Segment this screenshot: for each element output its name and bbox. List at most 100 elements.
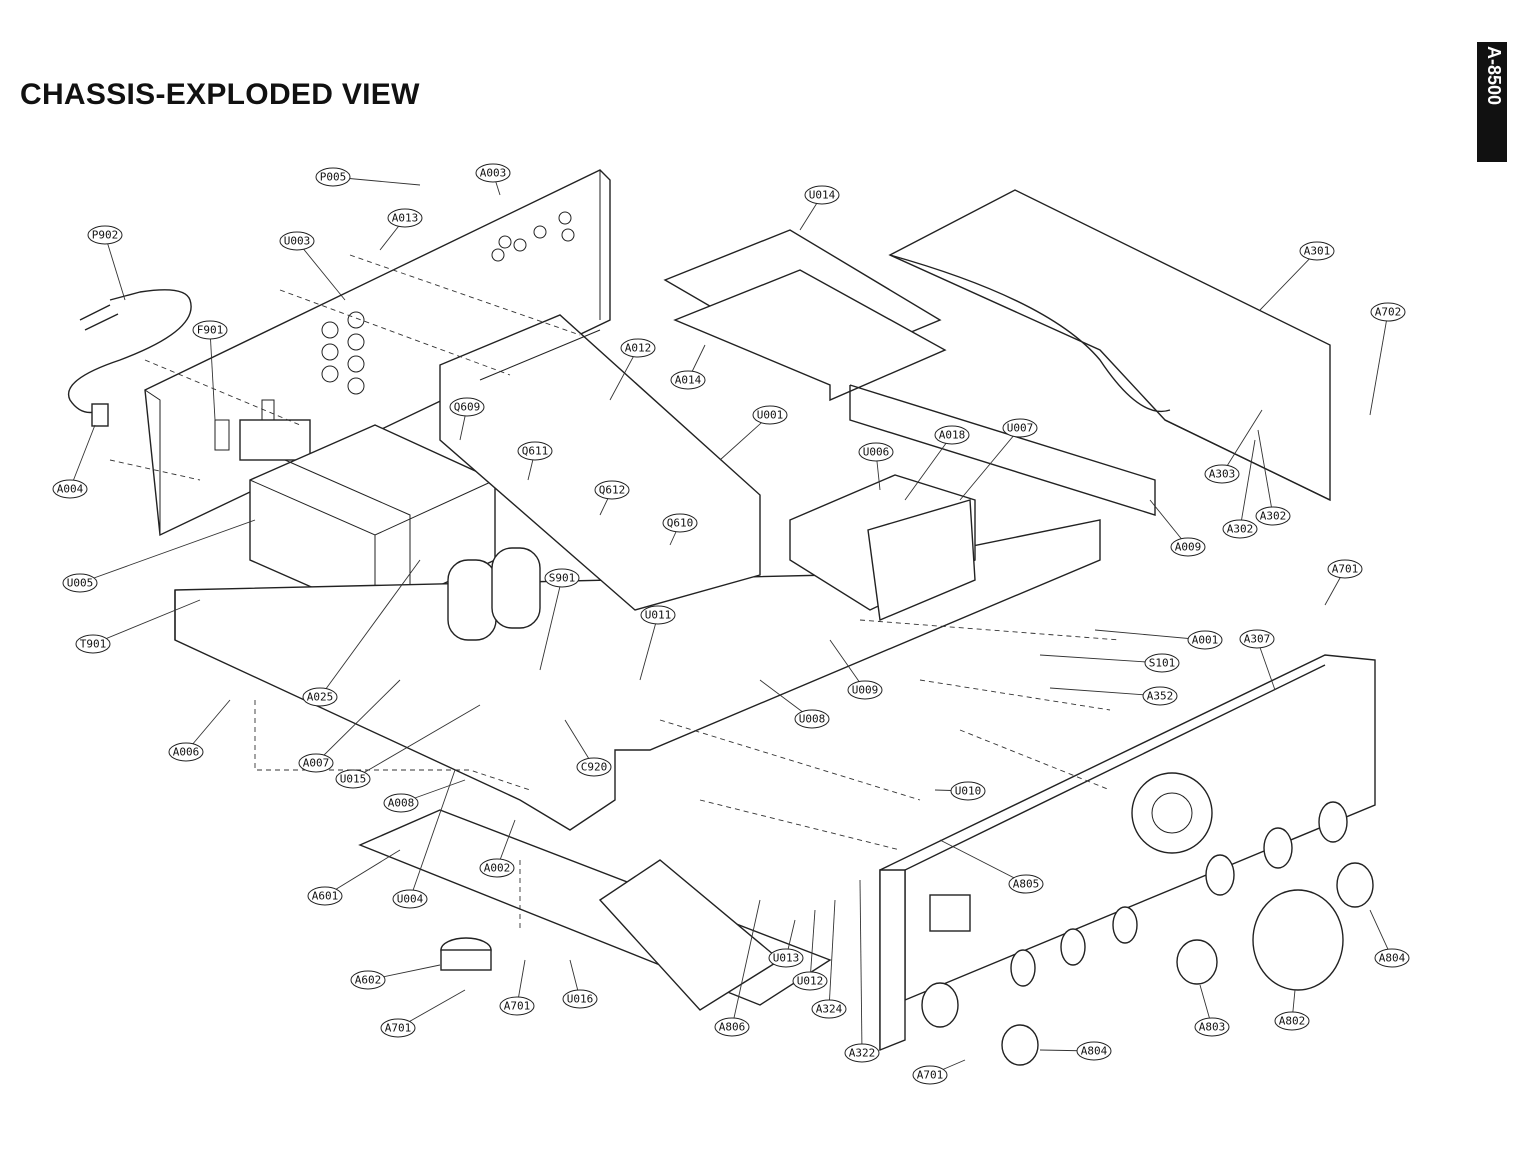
callout-text: A303 xyxy=(1209,468,1236,481)
callout-text: F901 xyxy=(197,324,224,337)
callout-a007: A007 xyxy=(298,679,401,773)
callout-bubble xyxy=(52,479,88,499)
callout-q610: Q610 xyxy=(662,513,698,546)
leader-line xyxy=(828,899,836,1010)
callout-text: S901 xyxy=(549,572,576,585)
callout-u009: U009 xyxy=(829,639,883,700)
switch-board xyxy=(789,384,1156,622)
rear-panel xyxy=(144,169,611,537)
callout-bubble xyxy=(298,753,334,773)
callout-bubble xyxy=(392,889,428,909)
callout-text: U014 xyxy=(809,189,836,202)
callout-p902: P902 xyxy=(87,225,126,301)
callout-u005: U005 xyxy=(62,519,256,593)
side-tab-label: A-8500 xyxy=(1484,46,1504,106)
callout-bubble xyxy=(517,441,553,461)
callout-a001: A001 xyxy=(1094,629,1223,650)
leader-line xyxy=(1259,250,1318,311)
callout-text: A701 xyxy=(385,1022,412,1035)
callout-bubble xyxy=(475,163,511,183)
callout-text: U015 xyxy=(340,773,367,786)
callout-q609: Q609 xyxy=(449,397,485,441)
callout-bubble xyxy=(1008,874,1044,894)
callout-bubble xyxy=(307,886,343,906)
callout-text: A352 xyxy=(1147,690,1174,703)
callout-u006: U006 xyxy=(858,442,894,491)
callout-a025: A025 xyxy=(302,559,421,707)
callout-text: U006 xyxy=(863,446,890,459)
callout-text: A004 xyxy=(57,483,84,496)
callout-text: U013 xyxy=(773,952,800,965)
callout-bubble xyxy=(804,185,840,205)
callout-a803: A803 xyxy=(1194,984,1230,1037)
callout-a352: A352 xyxy=(1049,686,1178,706)
leader-line xyxy=(1094,629,1206,641)
callout-text: A301 xyxy=(1304,245,1331,258)
callout-a701: A701 xyxy=(912,1059,966,1085)
callout-a804: A804 xyxy=(1369,909,1410,968)
callout-a013: A013 xyxy=(379,208,423,251)
callout-bubble xyxy=(387,208,423,228)
callout-s101: S101 xyxy=(1039,653,1180,673)
callout-bubble xyxy=(87,225,123,245)
callout-bubble xyxy=(1274,1011,1310,1031)
leader-line xyxy=(1257,429,1274,517)
callout-u007: U007 xyxy=(959,418,1038,501)
leader-line xyxy=(1221,409,1263,475)
callout-text: Q610 xyxy=(667,517,694,530)
callout-u016: U016 xyxy=(562,959,598,1009)
callout-bubble xyxy=(335,769,371,789)
callout-bubble xyxy=(449,397,485,417)
callout-a014: A014 xyxy=(670,344,706,390)
callout-bubble xyxy=(858,442,894,462)
callout-a302: A302 xyxy=(1222,439,1258,539)
callout-a805: A805 xyxy=(939,839,1044,894)
callout-text: U003 xyxy=(284,235,311,248)
callout-bubble xyxy=(1222,519,1258,539)
callout-text: A008 xyxy=(388,797,415,810)
callout-text: C920 xyxy=(581,761,608,774)
callout-a601: A601 xyxy=(307,849,401,906)
leader-line xyxy=(69,424,96,490)
callout-text: A006 xyxy=(173,746,200,759)
callout-bubble xyxy=(350,970,386,990)
callout-bubble xyxy=(1002,418,1038,438)
callout-u001: U001 xyxy=(719,405,788,461)
leader-line xyxy=(959,427,1021,501)
callout-a303: A303 xyxy=(1204,409,1263,484)
callout-text: A602 xyxy=(355,974,382,987)
leader-line xyxy=(324,849,401,897)
front-panel xyxy=(879,654,1376,1052)
leader-line xyxy=(1049,687,1161,697)
callout-a003: A003 xyxy=(475,163,511,196)
callout-a301: A301 xyxy=(1259,241,1335,311)
callout-t901: T901 xyxy=(75,599,201,654)
callout-text: A701 xyxy=(917,1069,944,1082)
leader-line xyxy=(92,599,201,645)
callout-text: U005 xyxy=(67,577,94,590)
callout-a018: A018 xyxy=(904,425,970,501)
callout-bubble xyxy=(479,858,515,878)
callout-text: U011 xyxy=(645,609,672,622)
leader-line xyxy=(185,699,231,753)
callout-a701: A701 xyxy=(1324,559,1363,606)
callout-q612: Q612 xyxy=(594,480,630,516)
callout-text: A302 xyxy=(1260,510,1287,523)
callout-bubble xyxy=(168,742,204,762)
callout-text: A803 xyxy=(1199,1021,1226,1034)
callout-a002: A002 xyxy=(479,819,516,878)
callout-a702: A702 xyxy=(1369,302,1406,416)
leader-line xyxy=(315,679,401,764)
callout-f901: F901 xyxy=(192,320,228,421)
callout-bubble xyxy=(315,167,351,187)
callout-bubble xyxy=(380,1018,416,1038)
callout-text: A307 xyxy=(1244,633,1271,646)
leader-line xyxy=(639,614,659,681)
callout-bubble xyxy=(1170,537,1206,557)
callout-bubble xyxy=(562,989,598,1009)
leader-line xyxy=(904,434,953,501)
callout-a307: A307 xyxy=(1239,629,1276,691)
callout-text: P005 xyxy=(320,171,347,184)
leader-line xyxy=(1039,654,1163,664)
